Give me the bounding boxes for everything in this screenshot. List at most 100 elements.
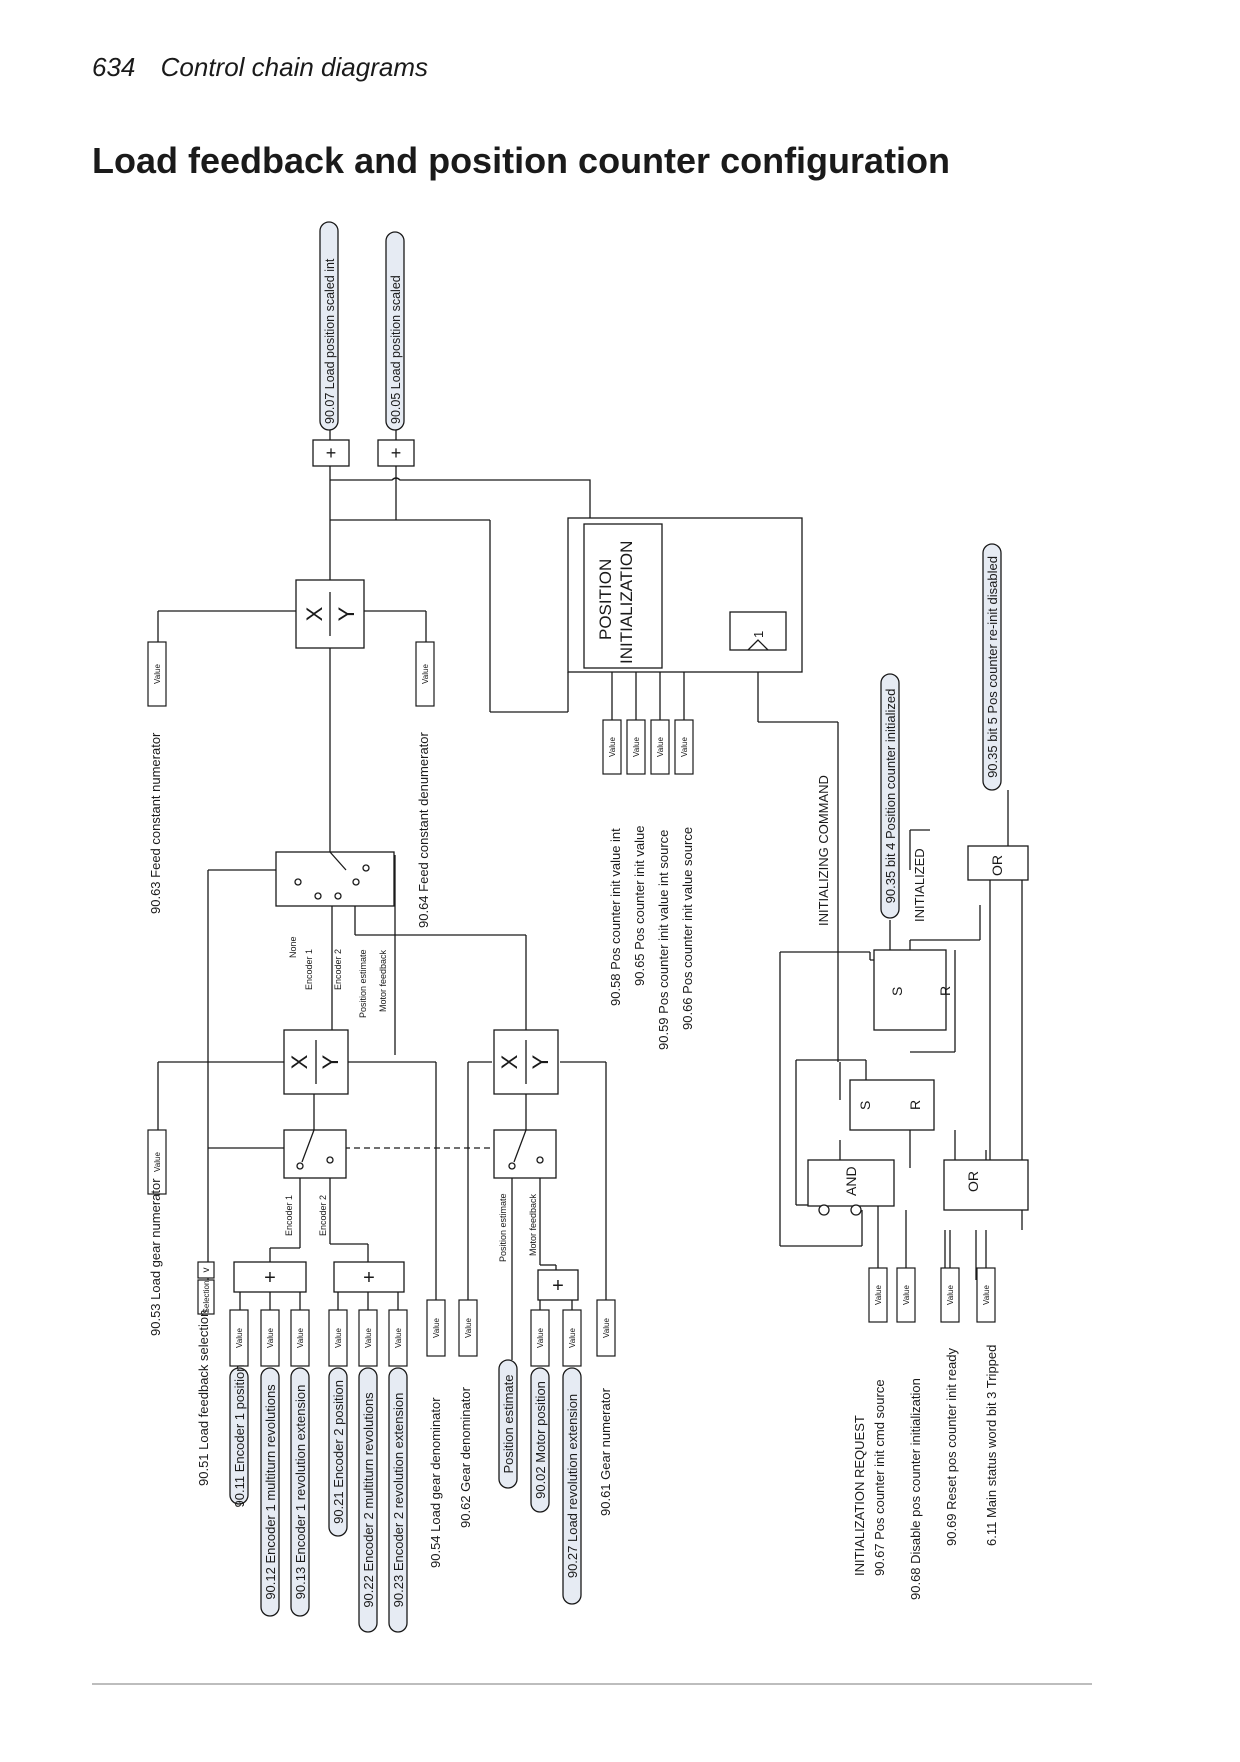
value-box-9054-label: Value <box>432 1318 441 1338</box>
page-title: Load feedback and position counter confi… <box>92 140 951 181</box>
param-9058: 90.58 Pos counter init value int <box>608 828 623 1006</box>
param-9051: 90.51 Load feedback selection <box>196 1310 211 1486</box>
switch-option: None <box>288 936 298 958</box>
signal-9023-label: 90.23 Encoder 2 revolution extension <box>391 1393 406 1608</box>
value-box-9023: Value <box>388 1309 408 1367</box>
signal-9035-bit4-label: 90.35 bit 4 Position counter initialized <box>883 689 898 904</box>
param-9068: 90.68 Disable pos counter initialization <box>908 1378 923 1600</box>
signal-9027: 90.27 Load revolution extension <box>562 1367 582 1605</box>
value-box-9054: Value <box>426 1299 446 1357</box>
pos-init-label-2: INITIALIZATION <box>617 541 636 664</box>
param-9053: 90.53 Load gear numerator <box>148 1178 163 1336</box>
value-box-9002: Value <box>530 1309 550 1367</box>
signal-position-estimate-label: Position estimate <box>501 1375 516 1474</box>
summer-plus: + <box>264 1267 276 1289</box>
param-9059: 90.59 Pos counter init value int source <box>656 830 671 1050</box>
value-box-9069-label: Value <box>946 1285 955 1305</box>
value-box-9067-label: Value <box>874 1285 883 1305</box>
value-box-9002-label: Value <box>536 1328 545 1348</box>
value-box-9022-label: Value <box>364 1328 373 1348</box>
switch-option: Encoder 1 <box>304 949 314 990</box>
output-load-position-scaled-int: 90.07 Load position scaled int <box>323 258 337 424</box>
sr-r: R <box>907 1100 923 1110</box>
xy-x: X <box>302 606 327 621</box>
running-header: 634 Control chain diagrams <box>92 52 428 83</box>
value-box-9061-label: Value <box>602 1318 611 1338</box>
and-label: AND <box>843 1166 859 1196</box>
value-box-9068: Value <box>896 1267 916 1323</box>
signal-9021: 90.21 Encoder 2 position <box>328 1367 348 1537</box>
value-box-9021-label: Value <box>334 1328 343 1348</box>
value-box-9067: Value <box>868 1267 888 1323</box>
load-gear-xy-block: X Y <box>283 1029 349 1095</box>
switch-option: Motor feedback <box>528 1193 538 1256</box>
value-box-9059: Value <box>650 719 670 775</box>
xy-y: Y <box>528 1054 553 1069</box>
value-box-9059-label: Value <box>656 737 665 757</box>
value-box-611-label: Value <box>982 1285 991 1305</box>
value-box-9011-label: Value <box>235 1328 244 1348</box>
value-box-9058-label: Value <box>608 737 617 757</box>
signal-9035-bit4: 90.35 bit 4 Position counter initialized <box>880 673 900 919</box>
signal-9022-label: 90.22 Encoder 2 multiturn revolutions <box>361 1392 376 1608</box>
signal-9027-label: 90.27 Load revolution extension <box>565 1394 580 1578</box>
value-box-611: Value <box>976 1267 996 1323</box>
signal-9022: 90.22 Encoder 2 multiturn revolutions <box>358 1367 378 1633</box>
switch-option: Motor feedback <box>378 949 388 1012</box>
value-box-9027-label: Value <box>568 1328 577 1348</box>
value-box-9063: Value <box>147 641 167 707</box>
output-load-position-scaled: 90.05 Load position scaled <box>389 275 403 424</box>
pos-init-label-1: POSITION <box>596 559 615 640</box>
signal-9002-label: 90.02 Motor position <box>533 1381 548 1499</box>
summer-block <box>377 439 415 467</box>
param-9061: 90.61 Gear numerator <box>598 1387 613 1516</box>
value-box-9012-label: Value <box>266 1328 275 1348</box>
motor-gear-xy-block: X Y <box>493 1029 559 1095</box>
param-9062: 90.62 Gear denominator <box>458 1386 473 1528</box>
value-box-9013: Value <box>290 1309 310 1367</box>
position-initialization-block: POSITION INITIALIZATION 1 <box>567 517 803 673</box>
xy-x: X <box>497 1054 522 1069</box>
summer-block <box>312 439 350 467</box>
footer-rule <box>92 1683 1092 1685</box>
switch-option: Encoder 2 <box>333 949 343 990</box>
signal-9011-label: 90.11 Encoder 1 position <box>232 1365 247 1508</box>
signal-9021-label: 90.21 Encoder 2 position <box>331 1380 346 1524</box>
wires <box>157 430 1023 1360</box>
param-611: 6.11 Main status word bit 3 Tripped <box>984 1345 999 1546</box>
feed-xy-block: X Y <box>295 579 365 649</box>
value-box-9068-label: Value <box>902 1285 911 1305</box>
signal-9013: 90.13 Encoder 1 revolution extension <box>290 1367 310 1617</box>
value-box-9013-label: Value <box>296 1328 305 1348</box>
signal-9002: 90.02 Motor position <box>530 1367 550 1513</box>
selection-arrow: v <box>197 1261 215 1279</box>
param-9063: 90.63 Feed constant numerator <box>148 732 163 914</box>
param-9067: 90.67 Pos counter init cmd source <box>872 1379 887 1576</box>
param-9066: 90.66 Pos counter init value source <box>680 827 695 1030</box>
value-box-9065: Value <box>626 719 646 775</box>
value-box-9011: Value <box>229 1309 249 1367</box>
or-label: OR <box>965 1171 981 1192</box>
value-box-9069: Value <box>940 1267 960 1323</box>
value-box-9058: Value <box>602 719 622 775</box>
latch-one: 1 <box>751 631 766 638</box>
signal-9035-bit5: 90.35 bit 5 Pos counter re-init disabled <box>982 543 1002 791</box>
sr-flipflop-command: S R <box>849 1079 935 1131</box>
param-9054: 90.54 Load gear denominator <box>428 1397 443 1568</box>
motor-feedback-switch: Position estimate Motor feedback <box>493 1129 557 1262</box>
initialized-label: INITIALIZED <box>912 848 927 922</box>
value-box-9022: Value <box>358 1309 378 1367</box>
signal-9013-label: 90.13 Encoder 1 revolution extension <box>293 1385 308 1600</box>
selection-box-9051: Selection <box>197 1279 215 1315</box>
value-box-9062-label: Value <box>464 1318 473 1338</box>
xy-y: Y <box>334 606 359 621</box>
selection-box-9051-label: Selection <box>202 1281 211 1314</box>
switch-option: Position estimate <box>358 949 368 1018</box>
value-box-9021: Value <box>328 1309 348 1367</box>
or-gate-reinit: OR <box>967 845 1029 881</box>
switch-option: Encoder 1 <box>284 1195 294 1236</box>
value-box-9012: Value <box>260 1309 280 1367</box>
value-box-9027: Value <box>562 1309 582 1367</box>
